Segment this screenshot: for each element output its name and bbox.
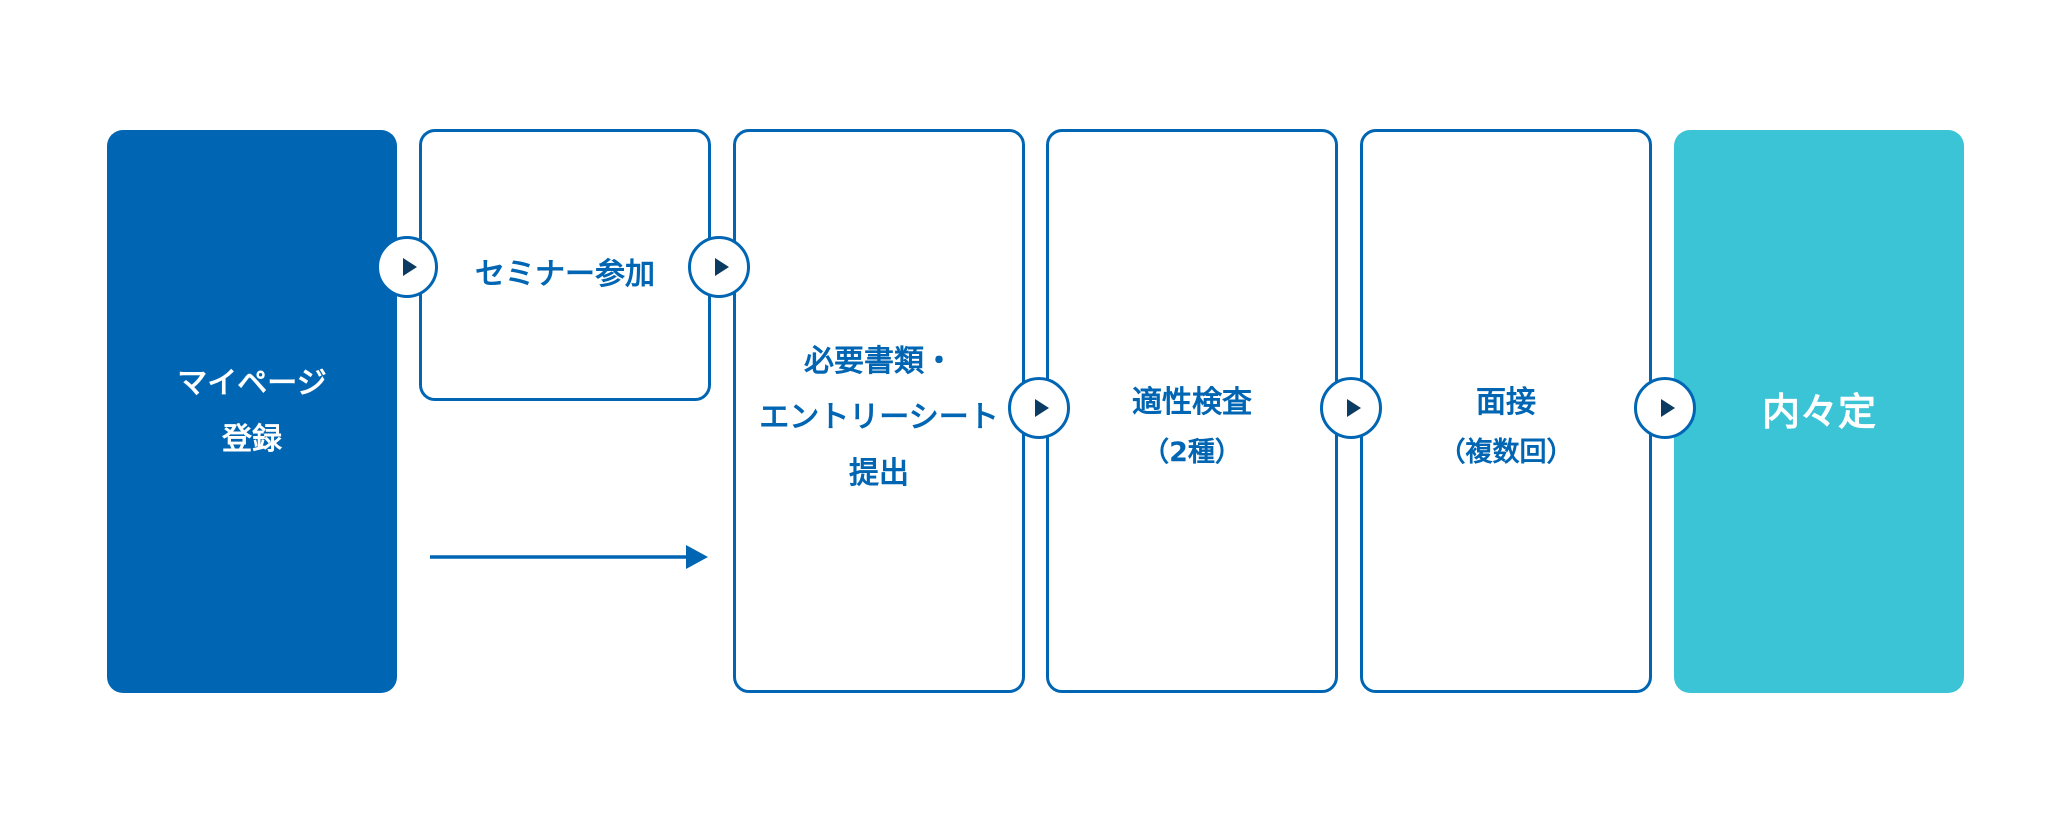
step-mypage-label-line2: 登録 — [222, 421, 282, 457]
step-informal-offer: 内々定 — [1674, 130, 1964, 693]
step-aptitude-label-line2: （2種） — [1142, 437, 1242, 468]
flow-connector-3 — [1008, 377, 1070, 439]
step-mypage-label-line1: マイページ — [177, 365, 327, 401]
step-documents-label-line1: 必要書類・ — [804, 344, 954, 379]
step-interview: 面接 （複数回） — [1360, 129, 1652, 693]
flow-connector-4 — [1320, 377, 1382, 439]
step-seminar-label: セミナー参加 — [475, 257, 655, 292]
step-aptitude-label-line1: 適性検査 — [1132, 385, 1252, 420]
play-arrow-icon — [402, 258, 417, 276]
step-seminar: セミナー参加 — [419, 129, 711, 401]
flow-connector-2 — [688, 236, 750, 298]
step-offer-label: 内々定 — [1761, 389, 1876, 434]
flow-connector-5 — [1634, 377, 1696, 439]
step-interview-label-line2: （複数回） — [1438, 437, 1574, 468]
step-aptitude-test: 適性検査 （2種） — [1046, 129, 1338, 693]
skip-arrow-icon — [430, 545, 708, 569]
step-interview-label-line1: 面接 — [1476, 385, 1536, 420]
play-arrow-icon — [1660, 399, 1675, 417]
play-arrow-icon — [1034, 399, 1049, 417]
step-documents: 必要書類・ エントリーシート 提出 — [733, 129, 1025, 693]
step-mypage-registration: マイページ 登録 — [107, 130, 397, 693]
flow-connector-1 — [376, 236, 438, 298]
step-documents-label-line3: 提出 — [849, 456, 909, 491]
step-documents-label-line2: エントリーシート — [759, 400, 999, 435]
play-arrow-icon — [1346, 399, 1361, 417]
play-arrow-icon — [714, 258, 729, 276]
